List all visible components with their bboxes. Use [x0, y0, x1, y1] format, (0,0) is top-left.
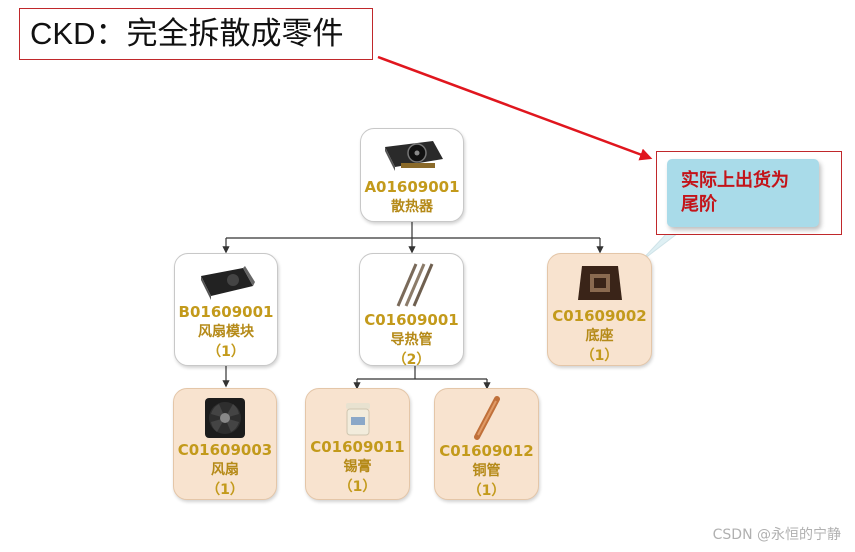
node-qty: （1） — [206, 482, 244, 498]
node-code: C01609012 — [439, 442, 534, 460]
callout-line-2: 尾阶 — [681, 194, 717, 215]
page-title: CKD：完全拆散成零件 — [19, 8, 373, 60]
node-code: C01609001 — [364, 311, 459, 329]
node-name: 导热管 — [390, 332, 433, 348]
node-qty: （2） — [392, 352, 431, 368]
heatsink-image — [385, 141, 443, 171]
node-name: 风扇模块 — [198, 324, 254, 340]
callout-note: 实际上出货为 尾阶 — [667, 159, 819, 227]
node-code: C01609003 — [177, 441, 273, 459]
node-tin-paste: C01609011 锡膏 （1） — [305, 388, 410, 500]
watermark: CSDN @永恒的宁静 — [712, 527, 841, 543]
callout-box: 实际上出货为 尾阶 — [656, 151, 842, 235]
heat-pipe-image — [396, 263, 433, 307]
node-fan: C01609003 风扇 （1） — [173, 388, 277, 500]
node-heatsink: A01609001 散热器 — [360, 128, 464, 222]
callout-arrow — [377, 55, 653, 161]
node-qty: （1） — [467, 483, 506, 499]
node-name: 铜管 — [472, 463, 501, 479]
node-code: A01609001 — [364, 178, 460, 196]
fan-image — [205, 398, 245, 438]
node-qty: （1） — [207, 344, 245, 360]
node-heat-pipe: C01609001 导热管 （2） — [359, 253, 464, 368]
node-code: C01609011 — [310, 438, 405, 456]
node-qty: （1） — [338, 479, 377, 495]
callout-line-1: 实际上出货为 — [681, 170, 789, 191]
node-name: 锡膏 — [343, 459, 372, 475]
node-name: 底座 — [585, 328, 614, 344]
node-code: B01609001 — [178, 303, 274, 321]
node-qty: （1） — [580, 348, 619, 364]
node-name: 散热器 — [391, 199, 433, 215]
node-base: C01609002 底座 （1） — [547, 253, 652, 366]
fan-module-image — [201, 266, 255, 300]
tin-paste-image — [345, 403, 370, 436]
node-name: 风扇 — [211, 462, 239, 478]
copper-pipe-image — [473, 396, 500, 440]
node-copper-pipe: C01609012 铜管 （1） — [434, 388, 539, 500]
node-code: C01609002 — [552, 307, 647, 325]
base-image — [577, 266, 622, 300]
node-fan-module: B01609001 风扇模块 （1） — [174, 253, 278, 366]
